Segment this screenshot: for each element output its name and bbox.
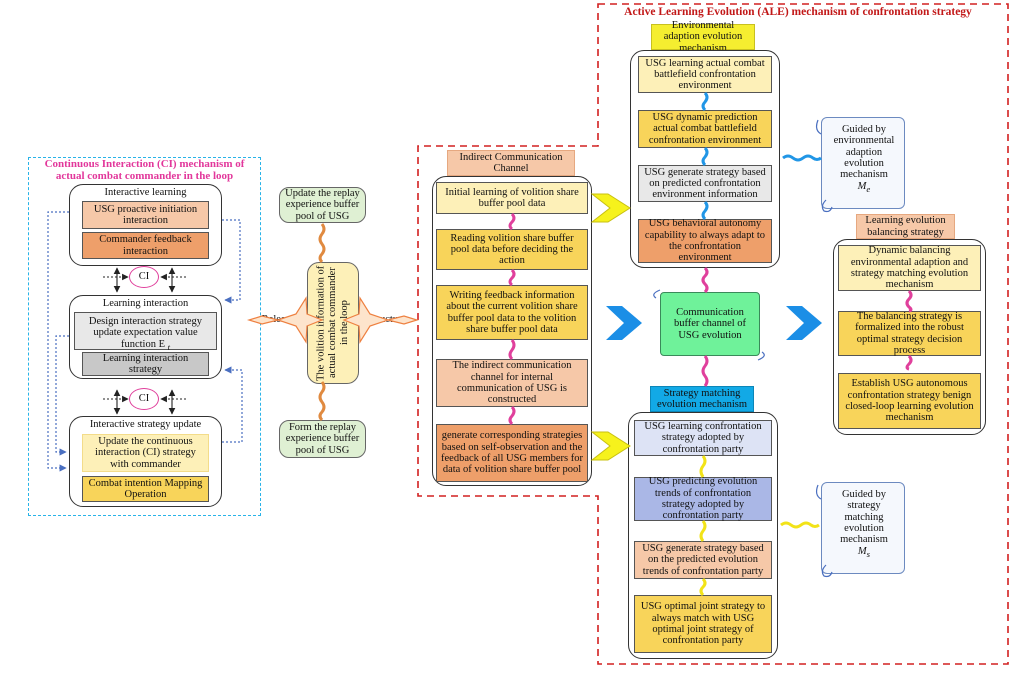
guided-env-label: Guided by environmental adaption evoluti… xyxy=(833,124,895,181)
strat-item-1: USG predicting evolution trends of confr… xyxy=(634,476,772,521)
blue-chevron-right xyxy=(786,306,822,340)
strat-item-3: USG optimal joint strategy to always mat… xyxy=(634,595,772,653)
icc-item-4: generate corresponding strategies based … xyxy=(436,424,588,482)
ci-circle-1-label: CI xyxy=(138,271,150,283)
env-title-box: Environmental adaption evolution mechani… xyxy=(651,20,755,54)
learning-interaction-strategy-box: Learning interaction strategy xyxy=(82,352,209,376)
structure-star xyxy=(342,296,420,344)
guided-env-scroll xyxy=(821,117,905,209)
guided-strat-symbol: Ms xyxy=(828,546,900,560)
balancing-item-0: Dynamic balancing environmental adaption… xyxy=(838,245,981,291)
strat-connectors xyxy=(699,455,820,597)
update-continuous-box: Update the continuous interaction (CI) s… xyxy=(82,434,209,472)
guided-strat-text: Guided by strategy matching evolution me… xyxy=(825,485,903,571)
env-item-0: USG learning actual combat battlefield c… xyxy=(638,56,772,93)
interactive-strategy-update-label: Interactive strategy update xyxy=(89,419,202,431)
comm-buffer-box: Communication buffer channel of USG evol… xyxy=(660,292,760,356)
env-connectors xyxy=(701,91,822,221)
ci-mechanism-frame xyxy=(28,157,261,516)
icc-item-1: Reading volition share buffer pool data … xyxy=(436,229,588,270)
guided-env-sub: e xyxy=(866,183,871,194)
env-item-1: USG dynamic prediction actual combat bat… xyxy=(638,110,772,148)
guided-strat-sym: M xyxy=(857,545,867,557)
middle-wavy-connectors xyxy=(318,223,326,422)
strat-item-0: USG learning confrontation strategy adop… xyxy=(634,420,772,456)
ci-feedback-arrows xyxy=(47,211,243,472)
ci-vertical-arrows xyxy=(103,267,186,415)
learning-interaction-label: Learning interaction xyxy=(102,298,189,310)
balancing-item-1: The balancing strategy is formalized int… xyxy=(838,311,981,356)
guided-env-sym: M xyxy=(857,180,867,192)
balancing-title-box: Learning evolution balancing strategy xyxy=(856,214,955,239)
guided-strat-scroll xyxy=(821,482,905,574)
design-strategy-sub: t xyxy=(167,341,171,352)
yellow-chevron-bottom xyxy=(590,431,631,461)
design-strategy-text: Design interaction strategy update expec… xyxy=(88,316,203,350)
ci-circle-1 xyxy=(129,266,159,288)
commander-feedback-box: Commander feedback interaction xyxy=(82,232,209,259)
update-replay-box: Update the replay experience buffer pool… xyxy=(279,187,366,223)
yellow-chevron-top xyxy=(590,193,631,223)
icc-title-box: Indirect Communication Channel xyxy=(447,150,575,176)
balancing-item-2: Establish USG autonomous confrontation s… xyxy=(838,373,981,429)
icc-item-0: Initial learning of volition share buffe… xyxy=(436,182,588,214)
guided-env-symbol: Me xyxy=(828,181,900,195)
release-star xyxy=(246,296,324,344)
strat-title-box: Strategy matching evolution mechanism xyxy=(650,386,754,412)
ci-circle-2 xyxy=(129,388,159,410)
form-replay-box: Form the replay experience buffer pool o… xyxy=(279,420,366,458)
icc-connectors xyxy=(508,212,516,426)
env-item-2: USG generate strategy based on predicted… xyxy=(638,165,772,202)
blue-chevron-left xyxy=(606,306,642,340)
interactive-learning-label: Interactive learning xyxy=(104,187,187,199)
icc-item-3: The indirect communication channel for i… xyxy=(436,359,588,407)
scroll-decorations xyxy=(653,119,833,578)
ale-frame xyxy=(417,3,1009,665)
design-strategy-box: Design interaction strategy update expec… xyxy=(74,312,217,352)
guided-strat-sub: s xyxy=(866,548,871,559)
usg-proactive-box: USG proactive initiation interaction xyxy=(82,201,209,229)
env-item-3: USG behavioral autonomy capability to al… xyxy=(638,218,772,263)
combat-intention-box: Combat intention Mapping Operation xyxy=(82,476,209,502)
guided-env-text: Guided by environmental adaption evoluti… xyxy=(825,120,903,206)
buffer-connectors xyxy=(701,266,913,387)
ci-circle-2-label: CI xyxy=(138,393,150,405)
guided-strat-label: Guided by strategy matching evolution me… xyxy=(840,489,888,546)
icc-item-2: Writing feedback information about the c… xyxy=(436,285,588,340)
strat-item-2: USG generate strategy based on the predi… xyxy=(634,541,772,579)
ale-title: Active Learning Evolution (ALE) mechanis… xyxy=(624,5,972,18)
ci-mechanism-title: Continuous Interaction (CI) mechanism of… xyxy=(44,158,245,182)
